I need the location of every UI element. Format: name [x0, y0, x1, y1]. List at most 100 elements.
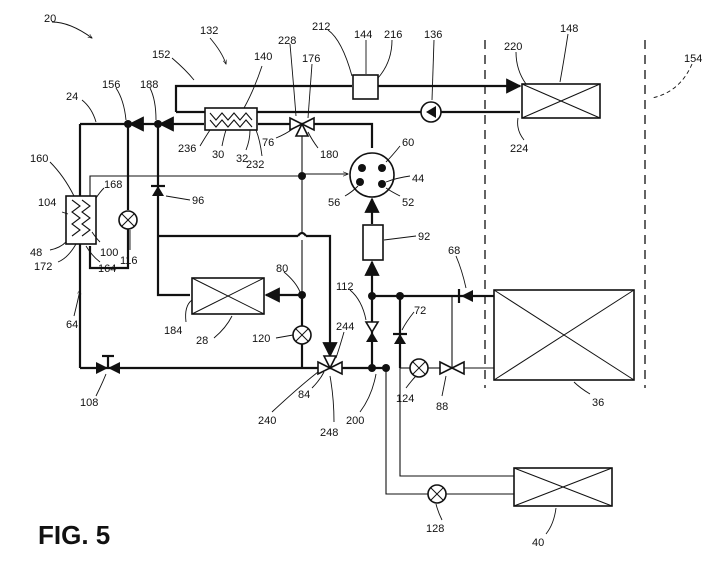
label-30: 30	[212, 149, 224, 161]
pipe-168-line	[89, 175, 302, 196]
leader-92	[383, 235, 417, 241]
label-154: 154	[684, 53, 702, 65]
leader-36	[573, 381, 591, 395]
label-224: 224	[510, 143, 528, 155]
leader-152	[171, 57, 195, 81]
leader-44	[385, 175, 411, 183]
valve-84-port	[322, 355, 338, 370]
label-64: 64	[66, 319, 78, 331]
label-100: 100	[100, 247, 118, 259]
pipe-hop-a	[297, 231, 307, 237]
leader-176	[307, 63, 313, 119]
pipe-to-128	[385, 368, 428, 495]
label-52: 52	[402, 197, 414, 209]
label-84: 84	[298, 389, 310, 401]
valve-112-b	[366, 332, 378, 342]
hx-148-cross-b	[521, 83, 601, 119]
label-40: 40	[532, 537, 544, 549]
pipe-236-b	[306, 234, 338, 358]
label-160: 160	[30, 153, 48, 165]
component-92	[362, 224, 384, 261]
leader-224	[517, 117, 525, 141]
heat-exchanger-48	[65, 195, 97, 245]
label-44: 44	[412, 173, 424, 185]
label-156: 156	[102, 79, 120, 91]
leader-80	[283, 271, 301, 293]
label-200: 200	[346, 415, 364, 427]
label-244: 244	[336, 321, 354, 333]
label-80: 80	[276, 263, 288, 275]
leader-128	[435, 503, 443, 521]
label-140: 140	[254, 51, 272, 63]
label-228: 228	[278, 35, 296, 47]
pipe-116-to-48	[88, 229, 130, 270]
node-188	[154, 120, 162, 128]
label-128: 128	[426, 523, 444, 535]
label-68: 68	[448, 245, 460, 257]
leader-240	[271, 371, 319, 413]
leader-212	[327, 29, 353, 77]
leader-20	[51, 21, 92, 38]
label-20: 20	[44, 13, 56, 25]
valve-124-x2	[412, 361, 426, 375]
leader-32	[245, 129, 251, 151]
label-176: 176	[302, 53, 320, 65]
leader-112	[349, 289, 367, 321]
valve-assembly-44	[349, 152, 395, 198]
leader-164	[85, 245, 101, 263]
leader-24	[81, 99, 97, 123]
label-48: 48	[30, 247, 42, 259]
hx-48-coil-b	[81, 199, 91, 237]
leader-72	[401, 311, 415, 331]
leader-108	[95, 373, 107, 397]
label-240: 240	[258, 415, 276, 427]
valve-44-port-c	[356, 178, 364, 186]
pipe-to-valve-44	[310, 122, 374, 148]
valve-44-port-b	[378, 164, 386, 172]
leader-172	[57, 243, 77, 263]
hx-48-coil-a	[71, 199, 81, 237]
valve-76-port	[294, 122, 310, 137]
label-248: 248	[320, 427, 338, 439]
leader-180	[307, 131, 319, 149]
leader-220	[515, 51, 527, 85]
leader-200	[359, 373, 377, 413]
label-116: 116	[120, 255, 138, 267]
leader-96	[165, 195, 191, 201]
pump-136-arrow	[426, 106, 436, 118]
leader-68	[455, 255, 467, 289]
leader-56	[344, 185, 359, 197]
label-32: 32	[236, 153, 248, 165]
hx-28-cross-b	[191, 277, 265, 315]
label-148: 148	[560, 23, 578, 35]
valve-120-x2	[295, 328, 309, 342]
leader-124	[405, 375, 417, 389]
component-144	[352, 74, 379, 100]
label-184: 184	[164, 325, 182, 337]
leader-136	[431, 39, 435, 101]
leader-48	[49, 241, 67, 251]
label-88: 88	[436, 401, 448, 413]
leader-248	[329, 375, 335, 423]
leader-64	[73, 290, 80, 317]
label-164: 164	[98, 263, 116, 275]
leader-216	[377, 39, 393, 79]
hx-36-cross-b	[493, 289, 635, 381]
leader-156	[115, 87, 127, 121]
leader-244	[335, 331, 345, 359]
leader-104	[61, 211, 69, 215]
label-24: 24	[66, 91, 78, 103]
leader-30	[221, 129, 227, 147]
leader-148	[559, 33, 569, 83]
leader-100	[91, 231, 101, 243]
label-212: 212	[312, 21, 330, 33]
valve-44-port-a	[358, 164, 366, 172]
leader-154	[651, 63, 693, 99]
figure-title: FIG. 5	[38, 520, 110, 550]
heat-exchanger-140	[204, 107, 258, 131]
leader-120	[275, 334, 294, 339]
label-124: 124	[396, 393, 414, 405]
node-156	[124, 120, 132, 128]
